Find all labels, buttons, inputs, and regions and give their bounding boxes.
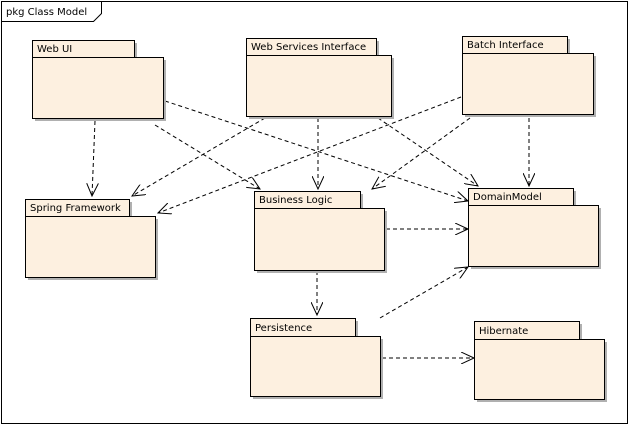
package-web-ui[interactable]: Web UI <box>32 40 167 122</box>
package-spring-framework[interactable]: Spring Framework <box>25 199 159 281</box>
dependency-web-ui-to-spring-framework <box>92 120 95 196</box>
package-label: Spring Framework <box>30 203 121 214</box>
packages-layer: Web UI Web Services Interface Batch Interf… <box>25 36 608 403</box>
package-body <box>468 205 599 267</box>
package-domain-model[interactable]: DomainModel <box>468 188 602 270</box>
dependency-web-services-interface-to-domain-model <box>377 117 478 186</box>
package-label: Hibernate <box>479 326 528 337</box>
package-business-logic[interactable]: Business Logic <box>254 191 388 274</box>
package-body <box>246 55 392 117</box>
dependency-batch-interface-to-spring-framework <box>158 96 462 213</box>
package-label: Web Services Interface <box>251 42 366 53</box>
dependencies-layer <box>92 96 529 358</box>
package-label: Persistence <box>255 323 312 334</box>
dependency-web-services-interface-to-spring-framework <box>132 117 266 196</box>
package-label: DomainModel <box>473 192 542 203</box>
package-label: Business Logic <box>259 195 332 206</box>
package-label: Web UI <box>37 44 72 55</box>
package-web-services-interface[interactable]: Web Services Interface <box>246 38 395 120</box>
frame-label: pkg Class Model <box>6 7 87 18</box>
package-body <box>474 339 605 400</box>
package-body <box>25 216 156 278</box>
dependency-batch-interface-to-business-logic <box>372 117 471 189</box>
package-body <box>462 53 594 115</box>
package-body <box>32 57 164 119</box>
package-batch-interface[interactable]: Batch Interface <box>462 36 597 118</box>
package-hibernate[interactable]: Hibernate <box>474 321 608 403</box>
package-body <box>254 208 385 271</box>
package-persistence[interactable]: Persistence <box>250 318 384 400</box>
dependency-persistence-to-domain-model <box>379 267 468 319</box>
package-body <box>250 336 381 397</box>
package-label: Batch Interface <box>467 40 544 51</box>
